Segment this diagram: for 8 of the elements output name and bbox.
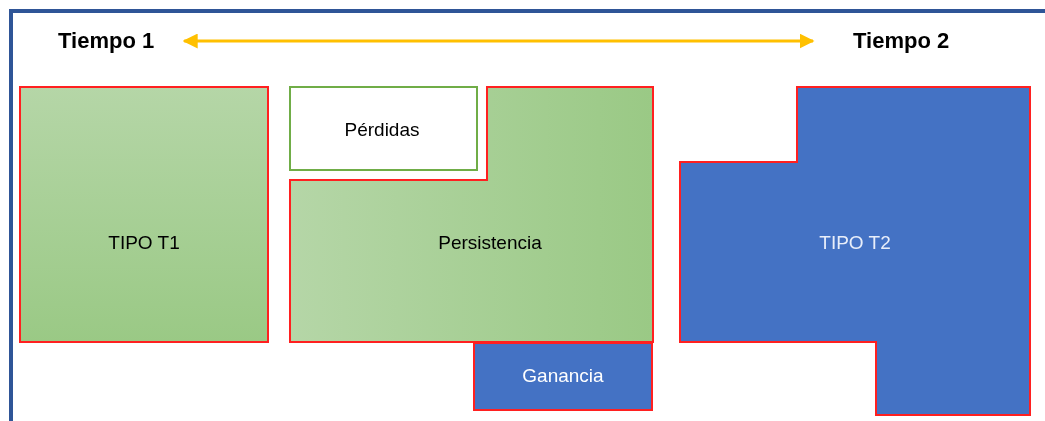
area-label: Persistencia: [438, 232, 542, 254]
area-label: Ganancia: [522, 365, 604, 387]
time-label: Tiempo 2: [853, 28, 950, 54]
double-arrow: [182, 33, 815, 49]
area-label: Pérdidas: [344, 119, 420, 141]
time-label: Tiempo 1: [58, 28, 155, 54]
area-label: TIPO T2: [819, 232, 891, 254]
area-label: TIPO T1: [108, 232, 180, 254]
